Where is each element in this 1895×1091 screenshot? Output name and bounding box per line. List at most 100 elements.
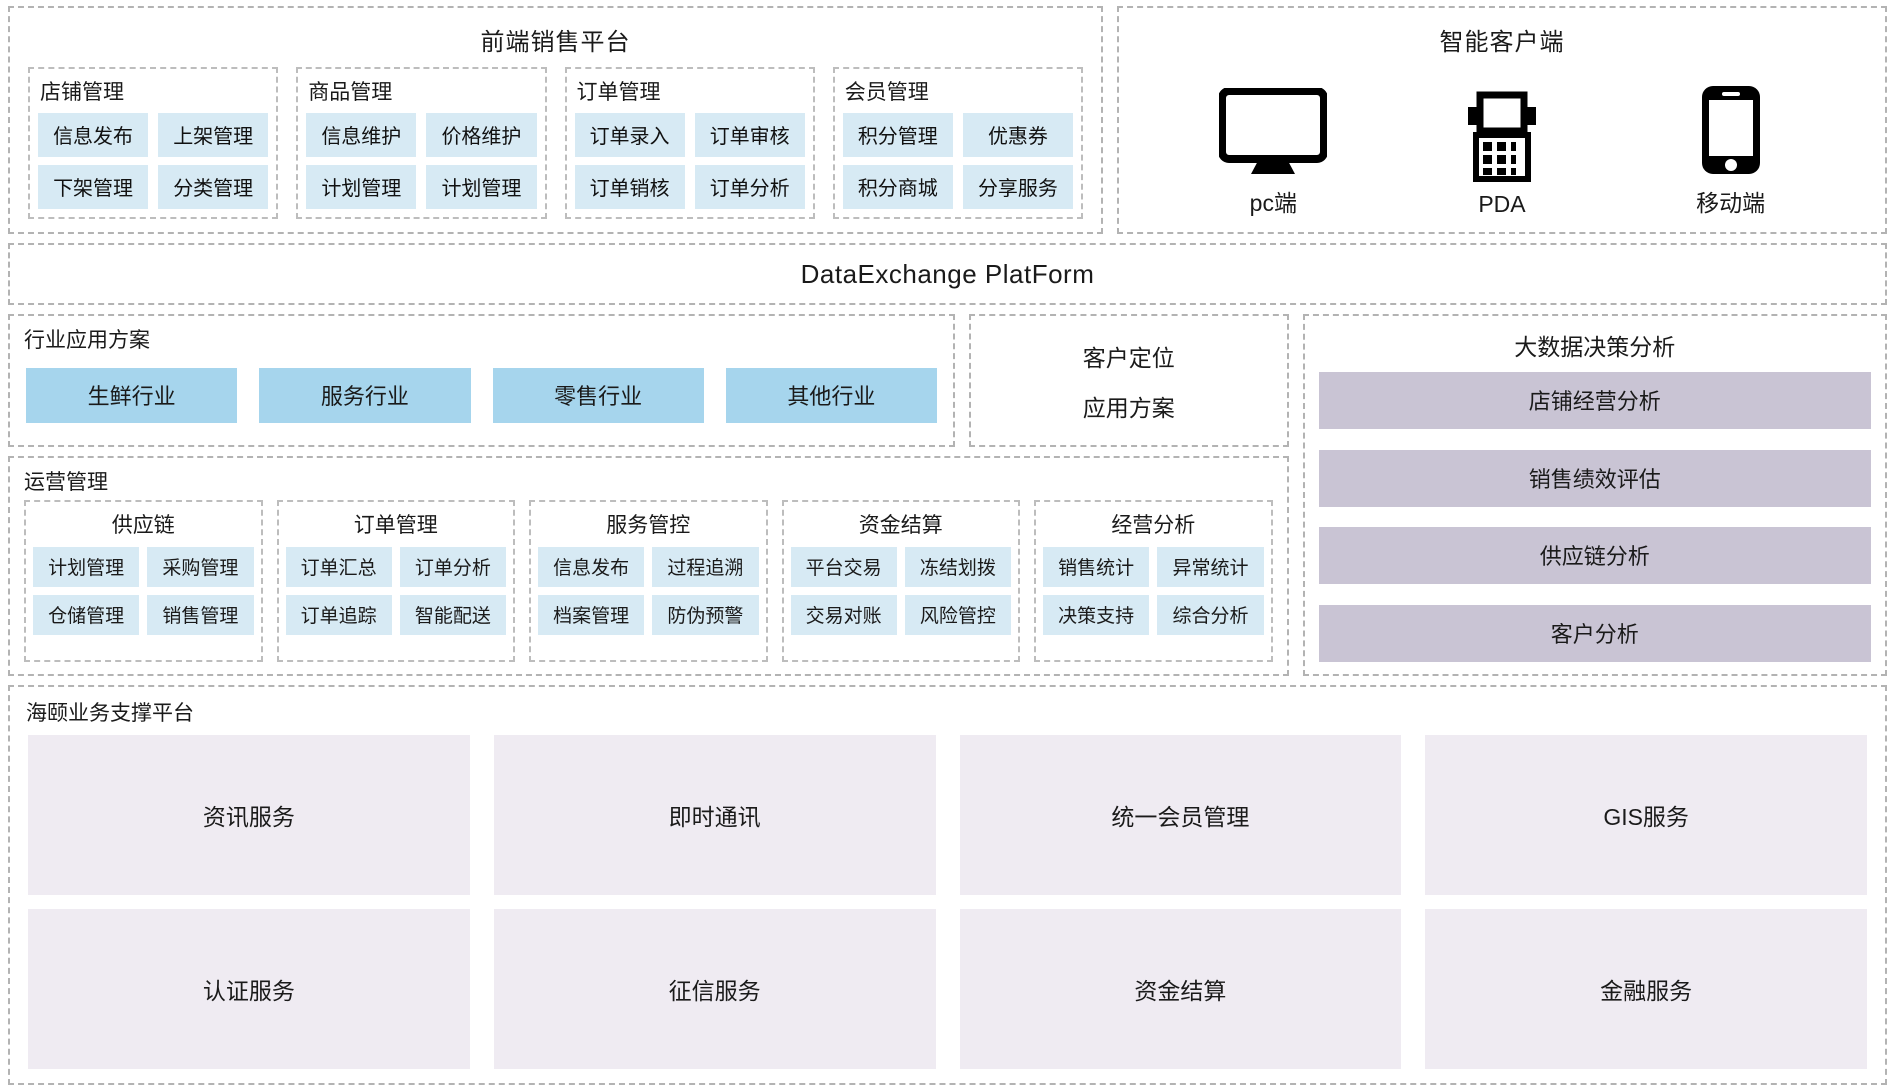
chip-item[interactable]: 优惠券 (962, 113, 1073, 157)
chip-item[interactable]: 信息发布 (538, 547, 645, 587)
chip-item[interactable]: 上架管理 (158, 113, 269, 157)
chip-item[interactable]: 订单销核 (574, 165, 685, 209)
chip-item[interactable]: 订单汇总 (285, 547, 392, 587)
device-label: PDA (1478, 191, 1526, 217)
chip-item[interactable]: 订单分析 (694, 165, 805, 209)
device-mobile[interactable]: 移动端 (1646, 84, 1816, 218)
bigdata-chip[interactable]: 客户分析 (1318, 604, 1871, 662)
bigdata-chip[interactable]: 供应链分析 (1318, 527, 1871, 585)
chip-item[interactable]: 平台交易 (790, 547, 897, 587)
support-chip[interactable]: 资金结算 (959, 909, 1402, 1069)
chip-item[interactable]: 信息维护 (306, 113, 417, 157)
positioning-line-1: 客户定位 (1082, 344, 1175, 371)
operations-management-panel: 运营管理 供应链 计划管理 采购管理 仓储管理 销售管理 订单管理 (8, 456, 1289, 676)
industry-items: 生鲜行业 服务行业 零售行业 其他行业 (20, 354, 943, 436)
ops-module-fund-settlement: 资金结算 平台交易 冻结划拨 交易对账 风险管控 (781, 500, 1021, 662)
front-sales-platform-panel: 前端销售平台 店铺管理 信息发布 上架管理 下架管理 分类管理 商品管理 信息维… (8, 6, 1103, 234)
ops-module-title: 供应链 (111, 514, 175, 537)
middle-left-stack: 行业应用方案 生鲜行业 服务行业 零售行业 其他行业 客户定位 应用方案 运营管… (8, 314, 1289, 676)
support-chip[interactable]: 资讯服务 (28, 735, 470, 895)
module-store-management: 店铺管理 信息发布 上架管理 下架管理 分类管理 (28, 67, 279, 219)
support-chip[interactable]: 征信服务 (493, 909, 936, 1069)
chip-item[interactable]: 价格维护 (426, 113, 537, 157)
chip-item[interactable]: 订单审核 (694, 113, 805, 157)
module-title: 店铺管理 (40, 81, 124, 104)
ops-module-order-management: 订单管理 订单汇总 订单分析 订单追踪 智能配送 (276, 500, 516, 662)
industry-chip[interactable]: 其他行业 (725, 367, 937, 423)
chip-item[interactable]: 综合分析 (1157, 595, 1264, 635)
module-order-management: 订单管理 订单录入 订单审核 订单销核 订单分析 (564, 67, 815, 219)
bigdata-title: 大数据决策分析 (1514, 334, 1676, 360)
module-title: 订单管理 (576, 81, 661, 104)
chip-item[interactable]: 订单追踪 (285, 595, 392, 635)
ops-module-items: 销售统计 异常统计 决策支持 综合分析 (1043, 547, 1264, 635)
chip-item[interactable]: 风险管控 (904, 595, 1012, 635)
ops-module-title: 资金结算 (858, 514, 943, 537)
chip-item[interactable]: 交易对账 (790, 595, 897, 635)
support-title: 海颐业务支撑平台 (26, 702, 194, 725)
front-platform-title: 前端销售平台 (480, 29, 631, 56)
positioning-line-2: 应用方案 (1082, 394, 1175, 421)
chip-item[interactable]: 订单分析 (399, 547, 507, 587)
chip-item[interactable]: 销售管理 (147, 595, 254, 635)
chip-item[interactable]: 下架管理 (38, 165, 149, 209)
industry-chip[interactable]: 零售行业 (492, 367, 704, 423)
chip-item[interactable]: 过程追溯 (652, 547, 759, 587)
industry-title: 行业应用方案 (24, 329, 150, 352)
chip-item[interactable]: 仓储管理 (33, 595, 140, 635)
chip-item[interactable]: 档案管理 (538, 595, 645, 635)
desktop-monitor-icon (1219, 84, 1328, 176)
smart-client-title: 智能客户端 (1439, 29, 1565, 56)
top-row: 前端销售平台 店铺管理 信息发布 上架管理 下架管理 分类管理 商品管理 信息维… (8, 6, 1887, 234)
chip-item[interactable]: 采购管理 (147, 547, 254, 587)
device-label: 移动端 (1696, 190, 1766, 216)
support-items: 资讯服务 即时通讯 统一会员管理 GIS服务 认证服务 征信服务 资金结算 金融… (22, 727, 1873, 1071)
support-chip[interactable]: 认证服务 (28, 909, 470, 1069)
chip-item[interactable]: 积分商城 (842, 165, 953, 209)
ops-module-items: 计划管理 采购管理 仓储管理 销售管理 (33, 547, 254, 635)
module-items: 信息发布 上架管理 下架管理 分类管理 (38, 113, 269, 209)
chip-item[interactable]: 计划管理 (33, 547, 140, 587)
chip-item[interactable]: 积分管理 (842, 113, 953, 157)
industry-chip[interactable]: 服务行业 (259, 367, 471, 423)
ops-module-title: 服务管控 (606, 514, 691, 537)
device-label: pc端 (1249, 190, 1297, 216)
chip-item[interactable]: 智能配送 (399, 595, 507, 635)
chip-item[interactable]: 分类管理 (158, 165, 269, 209)
bigdata-chip[interactable]: 销售绩效评估 (1318, 449, 1871, 507)
device-pc[interactable]: pc端 (1188, 84, 1358, 218)
chip-item[interactable]: 异常统计 (1157, 547, 1264, 587)
device-pda[interactable]: PDA (1417, 91, 1587, 218)
module-items: 信息维护 价格维护 计划管理 计划管理 (306, 113, 537, 209)
support-chip[interactable]: GIS服务 (1425, 735, 1867, 895)
chip-item[interactable]: 计划管理 (426, 165, 537, 209)
chip-item[interactable]: 销售统计 (1043, 547, 1150, 587)
industry-chip[interactable]: 生鲜行业 (26, 367, 238, 423)
chip-item[interactable]: 决策支持 (1043, 595, 1150, 635)
support-chip[interactable]: 即时通讯 (493, 735, 936, 895)
pda-scanner-icon (1462, 91, 1542, 183)
chip-item[interactable]: 冻结划拨 (904, 547, 1012, 587)
customer-positioning-panel: 客户定位 应用方案 (969, 314, 1289, 447)
ops-module-business-analysis: 经营分析 销售统计 异常统计 决策支持 综合分析 (1034, 500, 1273, 662)
bigdata-decision-analysis-panel: 大数据决策分析 店铺经营分析 销售绩效评估 供应链分析 客户分析 (1302, 314, 1887, 676)
module-items: 积分管理 优惠券 积分商城 分享服务 (842, 113, 1073, 209)
data-exchange-platform-band: DataExchange PlatForm (8, 243, 1887, 305)
chip-item[interactable]: 订单录入 (574, 113, 685, 157)
middle-row: 行业应用方案 生鲜行业 服务行业 零售行业 其他行业 客户定位 应用方案 运营管… (8, 314, 1887, 676)
bigdata-items: 店铺经营分析 销售绩效评估 供应链分析 客户分析 (1318, 372, 1871, 662)
module-title: 商品管理 (308, 81, 393, 104)
ops-module-items: 信息发布 过程追溯 档案管理 防伪预警 (538, 547, 759, 635)
bigdata-chip[interactable]: 店铺经营分析 (1318, 372, 1871, 429)
ops-module-service-control: 服务管控 信息发布 过程追溯 档案管理 防伪预警 (529, 500, 768, 662)
chip-item[interactable]: 防伪预警 (652, 595, 759, 635)
smart-client-panel: 智能客户端 pc端 (1117, 6, 1887, 234)
support-chip[interactable]: 统一会员管理 (959, 735, 1402, 895)
chip-item[interactable]: 分享服务 (962, 165, 1073, 209)
chip-item[interactable]: 信息发布 (38, 113, 149, 157)
chip-item[interactable]: 计划管理 (306, 165, 417, 209)
support-chip[interactable]: 金融服务 (1425, 909, 1867, 1069)
operations-title: 运营管理 (24, 471, 108, 494)
module-items: 订单录入 订单审核 订单销核 订单分析 (574, 113, 805, 209)
